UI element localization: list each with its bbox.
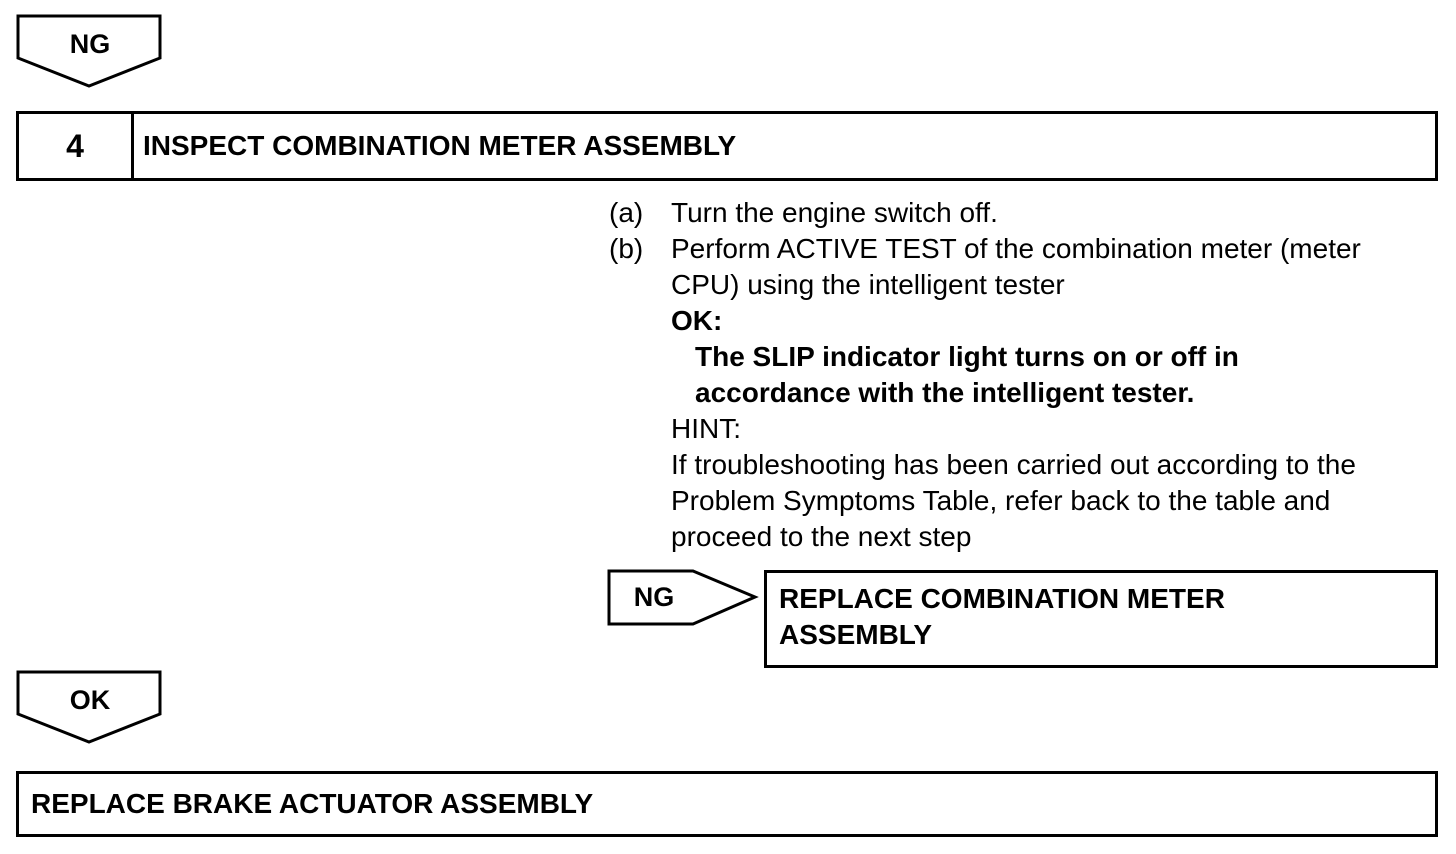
ng-right-arrow-shape xyxy=(607,569,759,626)
final-step-title: REPLACE BRAKE ACTUATOR ASSEMBLY xyxy=(31,788,594,819)
ng-result-line1: REPLACE COMBINATION METER xyxy=(779,583,1225,614)
ng-result-line2: ASSEMBLY xyxy=(779,619,933,650)
ng-result-box: REPLACE COMBINATION METER ASSEMBLY xyxy=(764,570,1438,668)
ok-criteria-line2: accordance with the intelligent tester. xyxy=(695,377,1195,408)
instruction-b-line1: Perform ACTIVE TEST of the combination m… xyxy=(671,233,1361,264)
ng-arrow-label: NG xyxy=(69,29,111,59)
instruction-a-marker: (a) xyxy=(609,197,644,228)
hint-line2: Problem Symptoms Table, refer back to th… xyxy=(671,485,1331,516)
final-step-box: REPLACE BRAKE ACTUATOR ASSEMBLY xyxy=(16,771,1438,837)
ok-down-arrow-shape xyxy=(16,670,162,744)
hint-line3: proceed to the next step xyxy=(671,521,972,552)
ok-arrow-label: OK xyxy=(69,685,111,715)
step-header: 4 INSPECT COMBINATION METER ASSEMBLY xyxy=(16,111,1438,181)
instruction-b-line2: CPU) using the intelligent tester xyxy=(671,269,1065,300)
step-title: INSPECT COMBINATION METER ASSEMBLY xyxy=(143,130,737,161)
ok-criteria-line1: The SLIP indicator light turns on or off… xyxy=(695,341,1239,372)
hint-line1: If troubleshooting has been carried out … xyxy=(671,449,1356,480)
ng-down-arrow-shape xyxy=(16,14,162,88)
step-number: 4 xyxy=(19,114,134,178)
instruction-b-marker: (b) xyxy=(609,233,644,264)
ok-criteria-label: OK: xyxy=(671,305,723,336)
hint-label: HINT: xyxy=(671,413,741,444)
ng-branch-label: NG xyxy=(633,582,675,612)
instruction-a-text: Turn the engine switch off. xyxy=(671,197,998,228)
